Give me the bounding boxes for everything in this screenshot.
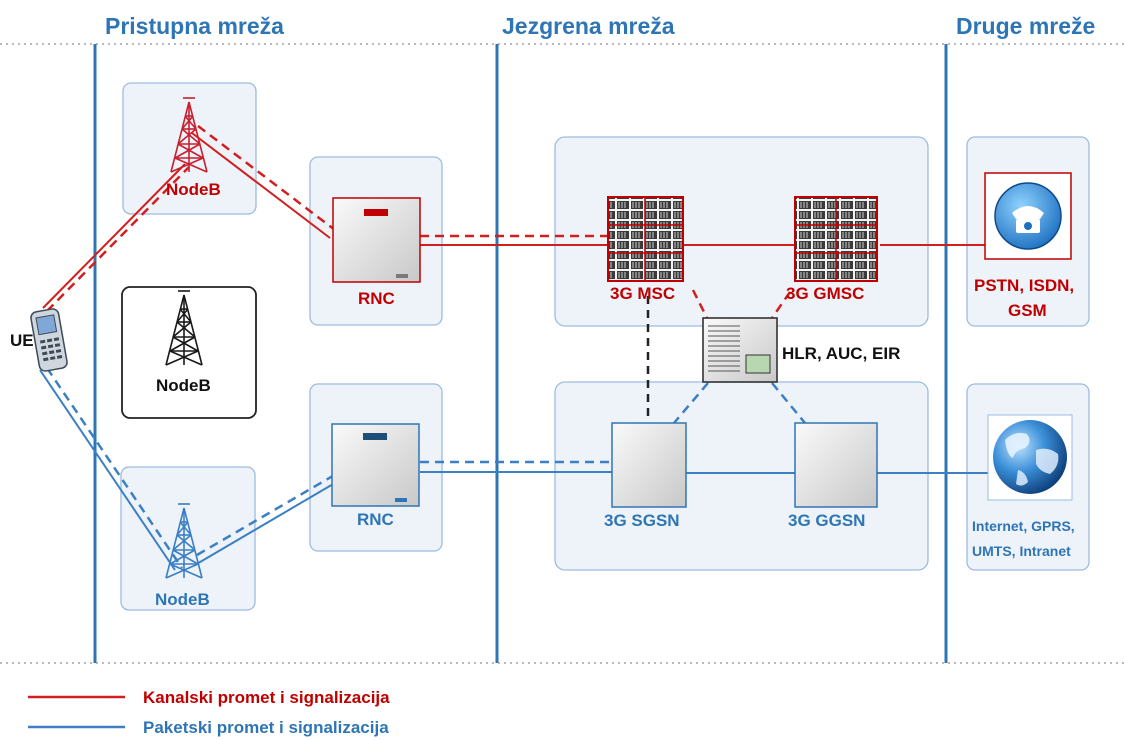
- label-internet-line1: Internet, GPRS,: [972, 518, 1075, 534]
- legend: Kanalski promet i signalizacija Paketski…: [28, 688, 390, 737]
- header-access-network: Pristupna mreža: [105, 13, 284, 39]
- label-sgsn: 3G SGSN: [604, 511, 680, 530]
- packet-links: [39, 367, 988, 571]
- box-nodeb-middle: [121, 286, 257, 419]
- label-rnc-top: RNC: [358, 289, 395, 308]
- label-pstn-line2: GSM: [1008, 301, 1047, 320]
- circuit-links: [42, 125, 985, 319]
- label-rnc-bottom: RNC: [357, 510, 394, 529]
- phone-icon: [984, 172, 1072, 260]
- switch-rack-icon: [794, 196, 878, 282]
- server-icon: [702, 317, 778, 383]
- label-pstn-line1: PSTN, ISDN,: [974, 276, 1074, 295]
- label-ggsn: 3G GGSN: [788, 511, 865, 530]
- label-gmsc: 3G GMSC: [786, 284, 864, 303]
- label-nodeb-bottom: NodeB: [155, 590, 210, 609]
- server-icon: [794, 422, 878, 508]
- mobile-phone-icon: [30, 308, 68, 372]
- header-core-network: Jezgrena mreža: [502, 13, 675, 39]
- legend-label-packet: Paketski promet i signalizacija: [143, 718, 389, 737]
- router-icon: [332, 197, 421, 283]
- legend-label-circuit: Kanalski promet i signalizacija: [143, 688, 390, 707]
- switch-rack-icon: [607, 196, 684, 282]
- label-msc: 3G MSC: [610, 284, 675, 303]
- globe-icon: [987, 414, 1073, 501]
- label-nodeb-middle: NodeB: [156, 376, 211, 395]
- label-nodeb-top: NodeB: [166, 180, 221, 199]
- header-other-networks: Druge mreže: [956, 13, 1095, 39]
- label-hlr: HLR, AUC, EIR: [782, 344, 900, 363]
- label-ue: UE: [10, 331, 34, 350]
- router-icon: [331, 423, 420, 507]
- label-internet-line2: UMTS, Intranet: [972, 543, 1071, 559]
- server-icon: [611, 422, 687, 508]
